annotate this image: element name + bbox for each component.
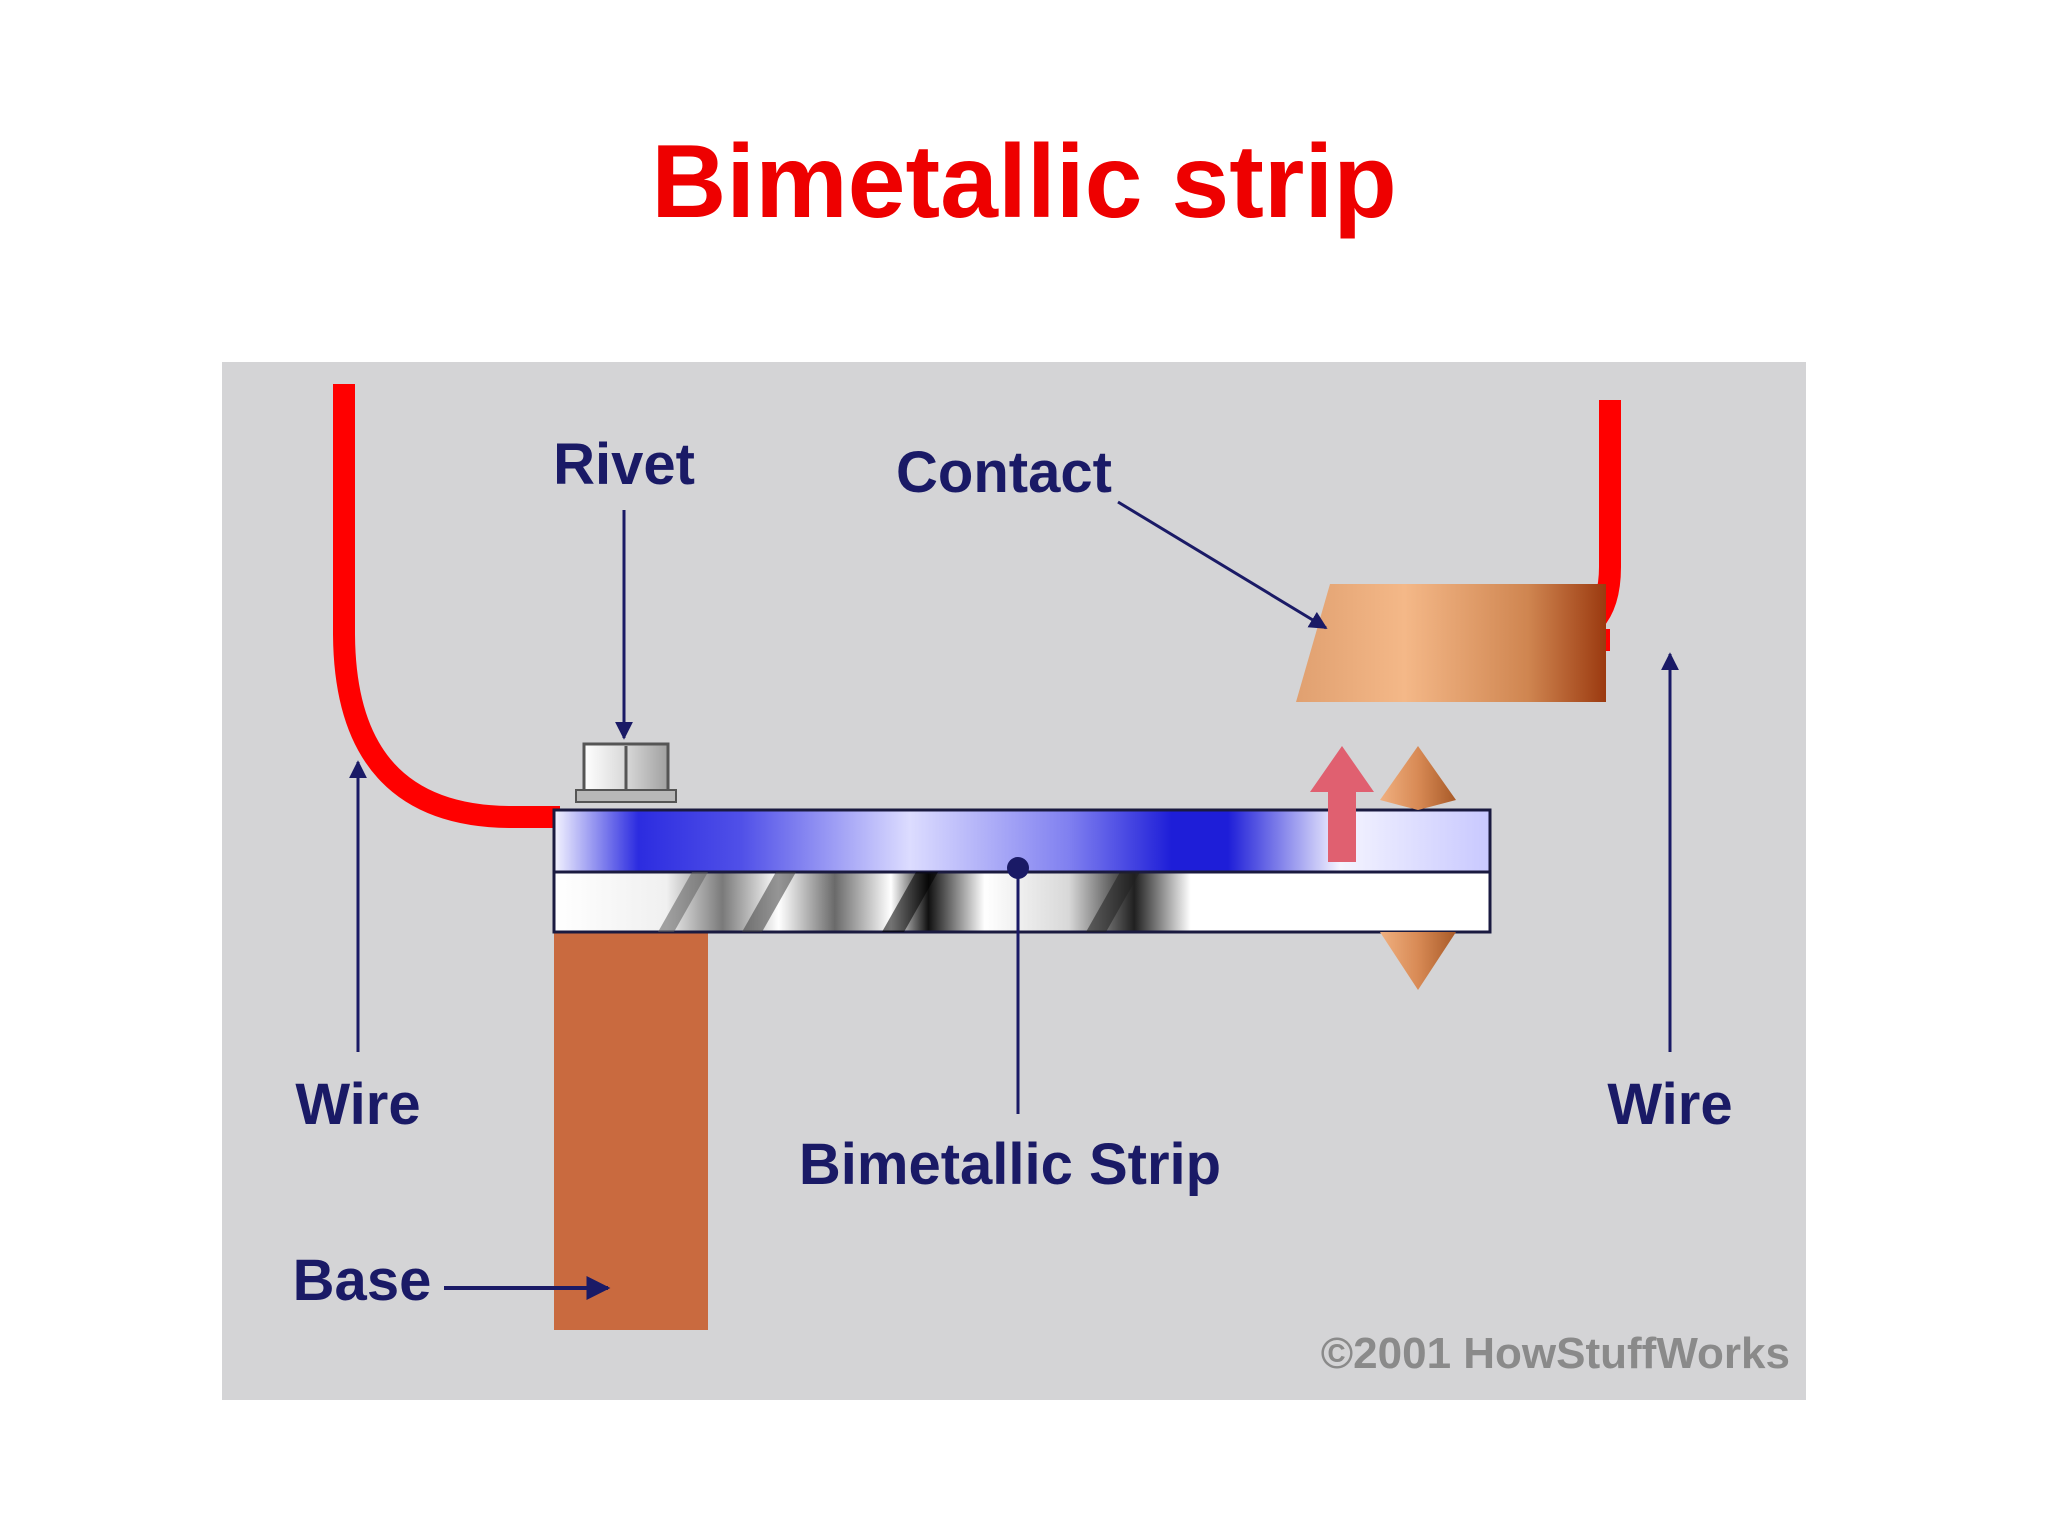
- contact-tip-upper: [1380, 746, 1456, 810]
- contact-tip-lower: [1380, 932, 1456, 990]
- contact-leader: [1117, 500, 1328, 630]
- rivet-base: [575, 789, 677, 803]
- base-block: [554, 932, 708, 1330]
- strip-leader-dot: [1007, 857, 1029, 879]
- strip-bottom-layer: [552, 870, 1492, 934]
- label-wire-right: Wire: [1607, 1072, 1732, 1137]
- slide-title: Bimetallic strip: [651, 124, 1397, 240]
- copyright-text: ©2001 HowStuffWorks: [1321, 1329, 1790, 1378]
- label-base: Base: [293, 1248, 432, 1313]
- label-bimetallic-strip: Bimetallic Strip: [799, 1132, 1221, 1197]
- contact-block: [1296, 584, 1606, 702]
- label-rivet: Rivet: [553, 432, 695, 497]
- diagram-svg: Rivet Contact Wire Wire Bimetallic Strip…: [222, 362, 1806, 1400]
- label-wire-left: Wire: [295, 1072, 420, 1137]
- motion-arrow: [1310, 746, 1374, 862]
- label-contact: Contact: [896, 440, 1112, 505]
- strip-bottom-shading: [658, 872, 1140, 932]
- bimetallic-strip-diagram: Rivet Contact Wire Wire Bimetallic Strip…: [222, 362, 1806, 1400]
- left-wire: [333, 384, 560, 828]
